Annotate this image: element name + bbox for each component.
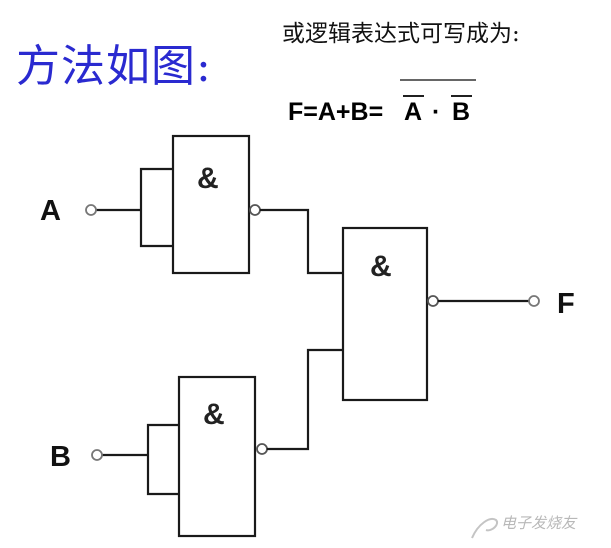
gate-b-output-bubble — [256, 443, 268, 455]
nand-gate-b: & — [146, 375, 268, 538]
label-output-f: F — [557, 288, 575, 320]
gate-a-body — [171, 134, 251, 275]
terminal-a — [85, 204, 97, 216]
nand-gate-out: & — [341, 226, 439, 402]
or-equation: F=A+B= A · B — [288, 79, 476, 126]
gate-b-input-tie — [146, 423, 179, 496]
gate-a-input-tie — [139, 167, 173, 248]
slide-subtitle: 或逻辑表达式可写成为: — [282, 21, 520, 47]
nand-gate-a: & — [139, 134, 261, 275]
watermark-logo-icon — [471, 518, 498, 539]
gate-out-output-bubble — [427, 295, 439, 307]
label-input-b: B — [50, 441, 71, 473]
gate-out-symbol: & — [370, 250, 392, 283]
gate-out-body — [341, 226, 429, 402]
label-input-a: A — [40, 195, 61, 227]
gate-a-symbol: & — [197, 162, 219, 195]
slide-title: 方法如图: — [16, 41, 212, 92]
gate-b-symbol: & — [203, 398, 225, 431]
gate-a-output-bubble — [249, 204, 261, 216]
equation-left: F=A+B= — [288, 98, 383, 126]
wire-gate-a-to-out — [260, 208, 343, 275]
wire-gate-b-to-out — [267, 348, 343, 451]
terminal-f — [528, 295, 540, 307]
equation-a-bar: A — [404, 98, 422, 126]
gate-b-body — [177, 375, 257, 538]
equation-b-bar: B — [452, 98, 470, 126]
terminal-b — [91, 449, 103, 461]
watermark: 电子发烧友 — [471, 514, 578, 539]
watermark-text: 电子发烧友 — [501, 514, 578, 532]
equation-dot: · — [432, 98, 440, 126]
